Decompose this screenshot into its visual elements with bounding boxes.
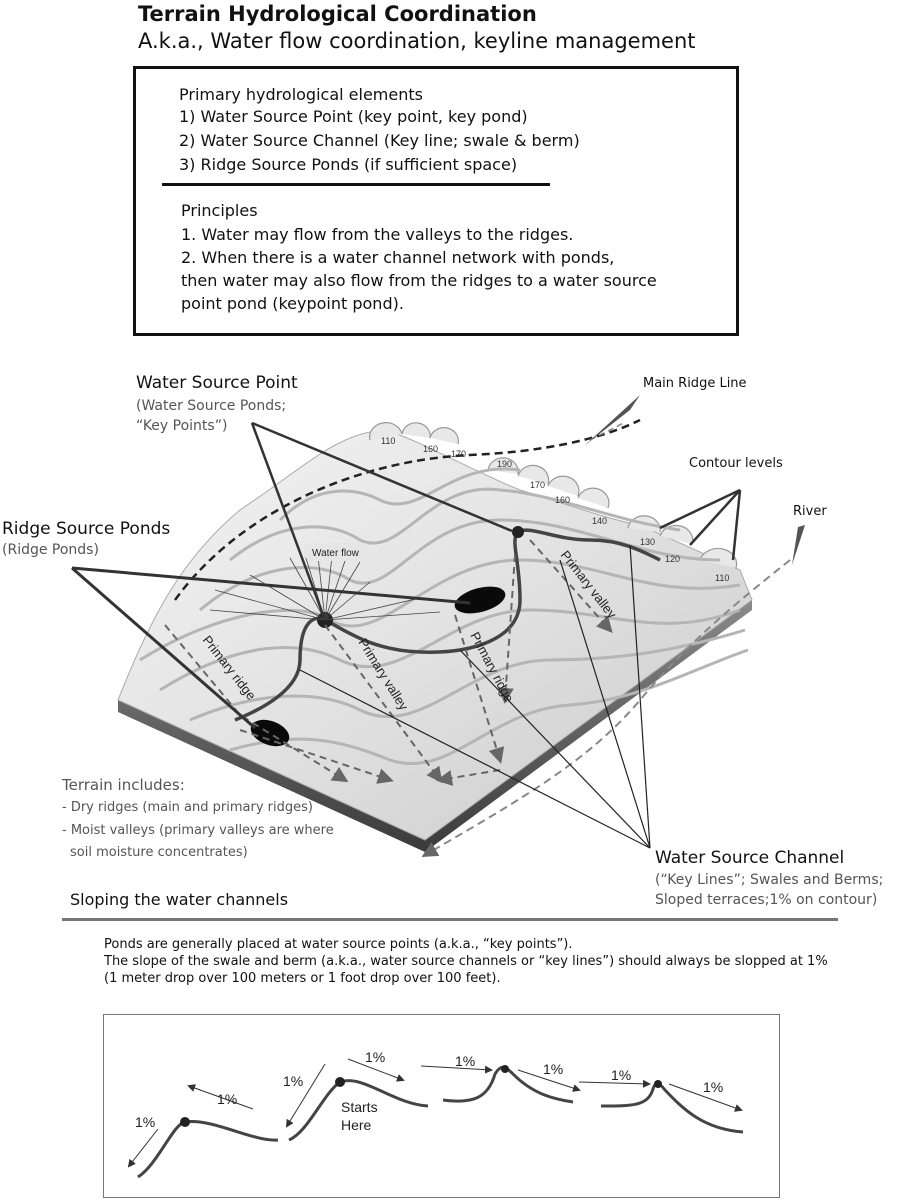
- contour-label: 170: [451, 449, 466, 459]
- slope-percent: 1%: [703, 1079, 723, 1095]
- ridge-source-ponds-sub: (Ridge Ponds): [2, 542, 99, 558]
- water-source-channel-sub: Sloped terraces;1% on contour): [655, 892, 878, 908]
- key-point-dot: [180, 1117, 190, 1127]
- principle-line: 2. When there is a water channel network…: [181, 248, 615, 267]
- primary-element-item: 2) Water Source Channel (Key line; swale…: [179, 131, 580, 150]
- main-ridge-line-label: Main Ridge Line: [643, 376, 747, 391]
- slope-arrow: [668, 1083, 743, 1112]
- contour-label: 170: [530, 480, 545, 490]
- slope-curve: [137, 1120, 279, 1179]
- water-source-point-title: Water Source Point: [136, 373, 298, 393]
- page-subtitle: A.k.a., Water flow coordination, keyline…: [138, 29, 696, 53]
- paragraph-line: Ponds are generally placed at water sour…: [104, 937, 573, 952]
- principles-heading: Principles: [181, 201, 258, 220]
- ridge-source-ponds-title: Ridge Source Ponds: [2, 519, 171, 539]
- contour-label: 160: [423, 444, 438, 454]
- section-divider: [62, 918, 838, 921]
- contour-levels-label: Contour levels: [689, 456, 783, 471]
- terrain-includes-heading: Terrain includes:: [62, 776, 185, 794]
- contour-label: 120: [665, 554, 680, 564]
- slope-arrow: [187, 1084, 254, 1110]
- slope-arrow: [420, 1065, 493, 1074]
- slope-illustration-box: [103, 1014, 780, 1198]
- flow-arrows: [164, 539, 613, 786]
- callout-lines-ridge-ponds: [71, 566, 471, 730]
- key-point-dot: [654, 1080, 662, 1088]
- slope-percent: 1%: [135, 1114, 155, 1130]
- contour-label: 140: [592, 516, 607, 526]
- ridge-pond: [454, 586, 506, 614]
- contour-bumps: [369, 422, 738, 569]
- water-source-channel-sub: (“Key Lines”; Swales and Berms;: [655, 872, 884, 888]
- slope-percent: 1%: [611, 1067, 631, 1083]
- water-source-point-sub: “Key Points”): [136, 418, 228, 434]
- starts-here-label: Starts: [341, 1099, 378, 1115]
- principle-line: point pond (keypoint pond).: [181, 294, 404, 313]
- water-flow-label: Water flow: [312, 548, 360, 559]
- slope-arrow: [347, 1058, 405, 1082]
- slope-arrow: [578, 1079, 651, 1088]
- key-point-dot: [335, 1077, 345, 1087]
- slope-arrow: [285, 1063, 326, 1128]
- keyline-channel: [234, 528, 661, 722]
- contour-label: 190: [497, 459, 512, 469]
- river-pointer: [792, 525, 805, 565]
- starts-here-label: Here: [341, 1117, 372, 1133]
- contour-label: 110: [381, 436, 395, 446]
- contour-label: 130: [640, 537, 655, 547]
- terrain-diagram: 110 160 170 190 170 160 140 130 120 110 …: [71, 395, 805, 858]
- slope-percent: 1%: [283, 1073, 303, 1089]
- key-point-dot: [501, 1065, 509, 1073]
- ridge-pond: [250, 719, 290, 747]
- paragraph-line: The slope of the swale and berm (a.k.a.,…: [104, 954, 828, 969]
- terrain-includes-item: - Moist valleys (primary valleys are whe…: [62, 823, 334, 838]
- slope-percent: 1%: [543, 1061, 563, 1077]
- terrain-includes-item: - Dry ridges (main and primary ridges): [62, 800, 313, 815]
- slope-illustration: 1% 1% 1% 1% 1% 1% 1% 1% Starts Here: [127, 1049, 744, 1179]
- elements-box: [133, 66, 739, 336]
- slope-arrow: [127, 1128, 159, 1168]
- contour-label: 110: [715, 573, 729, 583]
- page-title: Terrain Hydrological Coordination: [138, 2, 537, 26]
- callout-lines-source-point: [250, 421, 513, 621]
- slope-percent: 1%: [217, 1091, 237, 1107]
- slope-percent: 1%: [455, 1053, 475, 1069]
- section-title: Sloping the water channels: [70, 890, 289, 909]
- primary-element-item: 3) Ridge Source Ponds (if sufficient spa…: [179, 155, 518, 174]
- main-ridge-line: [173, 418, 641, 601]
- box-divider: [162, 183, 550, 186]
- water-flow-label-bg: [304, 543, 372, 561]
- water-flow-lines: [209, 554, 441, 621]
- river-line: [421, 559, 791, 858]
- principle-line: 1. Water may flow from the valleys to th…: [181, 225, 574, 244]
- water-source-point-dot: [512, 526, 524, 538]
- slope-paragraph: Ponds are generally placed at water sour…: [104, 936, 828, 987]
- primary-elements-heading: Primary hydrological elements: [179, 85, 423, 104]
- slope-arrow: [517, 1069, 581, 1092]
- primary-element-item: 1) Water Source Point (key point, key po…: [179, 107, 528, 126]
- main-ridge-pointer: [584, 395, 640, 446]
- terrain-includes-item: soil moisture concentrates): [70, 845, 248, 860]
- river-label: River: [793, 504, 827, 519]
- principle-line: then water may also flow from the ridges…: [181, 271, 657, 290]
- callout-lines-channel: [299, 544, 651, 849]
- slope-percent: 1%: [365, 1049, 385, 1065]
- water-source-channel-title: Water Source Channel: [655, 848, 845, 868]
- callout-lines-contours: [659, 488, 742, 561]
- contour-label: 160: [555, 495, 570, 505]
- paragraph-line: (1 meter drop over 100 meters or 1 foot …: [104, 971, 501, 986]
- water-source-point-sub: (Water Source Ponds;: [136, 398, 287, 414]
